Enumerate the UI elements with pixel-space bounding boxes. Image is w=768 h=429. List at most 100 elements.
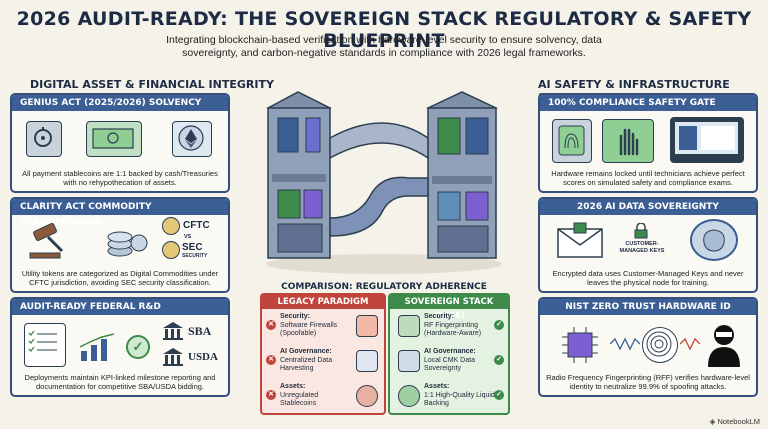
card-body: ✓ SBA USDA Deployments maintain KPI-link…	[12, 315, 228, 395]
card-body: Hardware remains locked until technician…	[540, 111, 756, 191]
check-icon: ✓	[494, 355, 504, 365]
left-tower	[266, 91, 332, 259]
chip-icon	[398, 315, 420, 337]
sovereign-row-assets: Assets: 1:1 High-Quality Liquid Backing …	[392, 381, 506, 413]
card-genius-act: GENIUS ACT (2025/2026) SOLVENCY All paym…	[10, 93, 230, 193]
sovereign-row-security: Security: RF Fingerprinting (Hardware-Aw…	[392, 311, 506, 344]
card-description: Radio Frequency Fingerprinting (RFF) ver…	[546, 373, 750, 391]
brand-label: NotebookLM	[717, 417, 760, 426]
card-description: All payment stablecoins are 1:1 backed b…	[22, 169, 218, 187]
sovereign-stack-column: SOVEREIGN STACK (2026) Security: RF Fing…	[388, 293, 510, 415]
sec-label: SEC	[182, 242, 203, 253]
x-icon: ✕	[266, 320, 276, 330]
card-description: Utility tokens are categorized as Digita…	[21, 269, 219, 287]
legacy-row-ai-governance: ✕ AI Governance: Centralized Data Harves…	[264, 346, 382, 379]
card-compliance-gate: 100% COMPLIANCE SAFETY GATE Hardware rem…	[538, 93, 758, 193]
fingerprint-icon	[642, 327, 678, 363]
sba-label: SBA	[188, 324, 212, 338]
sovereign-row-ai-governance: AI Governance: Local CMK Data Sovereignt…	[392, 346, 506, 379]
row-text: Assets: 1:1 High-Quality Liquid Backing	[424, 383, 498, 409]
cloud-network-icon	[356, 350, 378, 372]
building-icon	[162, 347, 184, 367]
card-body: All payment stablecoins are 1:1 backed b…	[12, 111, 228, 191]
row-text: Security: RF Fingerprinting (Hardware-Aw…	[424, 313, 498, 339]
legacy-row-assets: ✕ Assets: Unregulated Stablecoins	[264, 381, 382, 413]
page-subtitle: Integrating blockchain-based verificatio…	[166, 34, 602, 59]
right-tower	[426, 91, 498, 259]
legacy-heading: LEGACY PARADIGM	[262, 295, 384, 309]
row-value: RF Fingerprinting (Hardware-Aware)	[424, 321, 482, 338]
card-clarity-act: CLARITY ACT COMMODITY CLASSIFICATION CFT…	[10, 197, 230, 293]
row-label: AI Governance:	[424, 348, 476, 355]
data-bridge	[329, 122, 429, 237]
row-value: Local CMK Data Sovereignty	[424, 356, 475, 373]
check-icon: ✓	[494, 390, 504, 400]
legacy-paradigm-column: LEGACY PARADIGM ✕ Security: Software Fir…	[260, 293, 386, 415]
cftc-seal-icon	[162, 217, 180, 235]
row-text: AI Governance: Centralized Data Harvesti…	[280, 348, 354, 374]
cash-icon	[86, 121, 142, 157]
signal-wave-icon	[609, 337, 641, 351]
vs-label: VS	[184, 234, 192, 240]
card-body: CUSTOMER-MANAGED KEYS Encrypted data use…	[540, 215, 756, 291]
customer-managed-keys-label: CUSTOMER-MANAGED KEYS	[619, 241, 665, 254]
coin-stack-icon	[356, 385, 378, 407]
security-label: SECURITY	[182, 253, 208, 259]
row-value: Software Firewalls (Spoofable)	[280, 321, 338, 338]
sovereign-heading: SOVEREIGN STACK (2026)	[390, 295, 508, 321]
building-icon	[162, 321, 184, 341]
check-icon: ✓	[494, 320, 504, 330]
card-zero-trust: NIST ZERO TRUST HARDWARE ID Radio Freque…	[538, 297, 758, 397]
card-title: NIST ZERO TRUST HARDWARE ID	[540, 299, 756, 315]
card-description: Hardware remains locked until technician…	[551, 169, 745, 187]
row-value: Centralized Data Harvesting	[280, 356, 333, 373]
ethereum-icon	[172, 121, 212, 157]
card-description: Encrypted data uses Customer-Managed Key…	[552, 269, 744, 287]
row-label: Security:	[280, 313, 310, 320]
card-data-sovereignty: 2026 AI DATA SOVEREIGNTY CUSTOMER-MANAGE…	[538, 197, 758, 293]
bar-chart-icon	[78, 333, 118, 363]
ai-brain-icon	[690, 219, 738, 261]
row-label: Assets:	[424, 383, 450, 390]
hand-scan-icon	[602, 119, 654, 163]
row-text: Assets: Unregulated Stablecoins	[280, 383, 354, 409]
left-column-heading: DIGITAL ASSET & FINANCIAL INTEGRITY	[30, 78, 274, 91]
fingerprint-scanner-icon	[552, 119, 592, 163]
card-title: 100% COMPLIANCE SAFETY GATE	[540, 95, 756, 111]
x-icon: ✕	[266, 390, 276, 400]
card-body: Radio Frequency Fingerprinting (RFF) ver…	[540, 315, 756, 395]
local-node-icon	[398, 350, 420, 372]
lock-icon	[634, 222, 648, 239]
notebook-logo-icon: ◈	[709, 417, 718, 426]
row-text: Security: Software Firewalls (Spoofable)	[280, 313, 354, 339]
page-title: 2026 AUDIT-READY: THE SOVEREIGN STACK RE…	[16, 8, 752, 52]
row-label: AI Governance:	[280, 348, 332, 355]
card-body: CFTC VS SEC SECURITY Utility tokens are …	[12, 215, 228, 291]
card-title: 2026 AI DATA SOVEREIGNTY	[540, 199, 756, 215]
row-value: 1:1 High-Quality Liquid Backing	[424, 391, 495, 408]
row-label: Assets:	[280, 383, 306, 390]
sec-seal-icon	[162, 241, 180, 259]
firewall-icon	[356, 315, 378, 337]
row-value: Unregulated Stablecoins	[280, 391, 319, 408]
brand-watermark: ◈ NotebookLM	[710, 417, 760, 426]
vault-icon	[26, 121, 62, 157]
legacy-row-security: ✕ Security: Software Firewalls (Spoofabl…	[264, 311, 382, 344]
card-title: GENIUS ACT (2025/2026) SOLVENCY	[12, 95, 228, 111]
x-icon: ✕	[266, 355, 276, 365]
row-label: Security:	[424, 313, 454, 320]
gavel-icon	[26, 221, 76, 261]
coin-stack-icon	[398, 385, 420, 407]
sovereign-stack-illustration	[258, 78, 510, 278]
card-description: Deployments maintain KPI-linked mileston…	[24, 373, 216, 391]
check-badge-icon: ✓	[126, 335, 150, 359]
row-text: AI Governance: Local CMK Data Sovereignt…	[424, 348, 498, 374]
checklist-icon	[24, 323, 66, 367]
card-title: CLARITY ACT COMMODITY CLASSIFICATION	[12, 199, 228, 228]
usda-label: USDA	[188, 351, 218, 363]
signal-wave-icon	[679, 337, 701, 351]
rf-chip-icon	[554, 323, 606, 367]
hacker-icon	[704, 321, 744, 367]
monitor-icon	[670, 117, 744, 163]
coin-stack-icon	[104, 221, 150, 261]
